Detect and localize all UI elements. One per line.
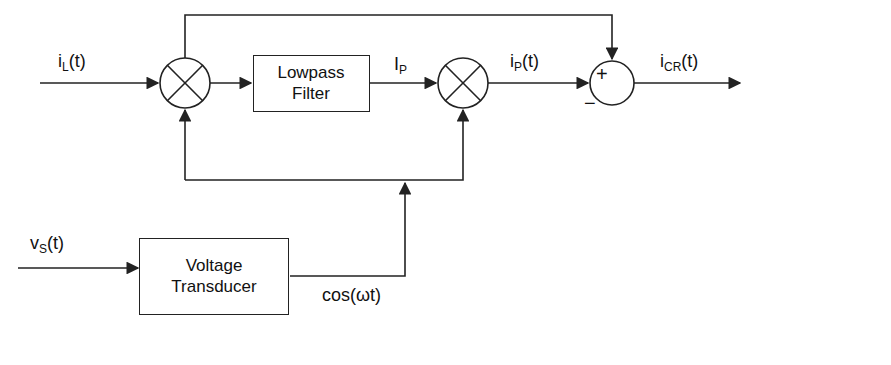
sign-label: − [584,92,596,114]
box-label: Voltage Transducer [154,255,274,298]
sign-label: + [596,63,608,85]
reference-wire [290,183,405,276]
multiplier-symbol [438,58,488,108]
reference-wire [184,110,186,180]
signal-name: iCR(t) [660,52,698,72]
signal-name: iP(t) [510,52,539,72]
signal-name: vS(t) [30,234,64,254]
feedforward-wire [185,15,612,59]
box-label: Lowpass Filter [264,62,359,105]
input-wire [40,82,158,84]
signal-name: iL(t) [58,52,86,72]
output-wire [634,82,740,84]
signal-wire [370,82,436,84]
signal-name: IP [394,55,407,75]
process-box: Lowpass Filter [253,55,370,112]
reference-wire [185,110,463,180]
multiplier-symbol [160,58,210,108]
signal-wire [488,82,588,84]
summing-junction [590,61,634,105]
input-wire [18,267,138,269]
process-box: Voltage Transducer [139,238,289,315]
signal-name: cos(ωt) [322,286,381,306]
signal-wire [210,82,251,84]
